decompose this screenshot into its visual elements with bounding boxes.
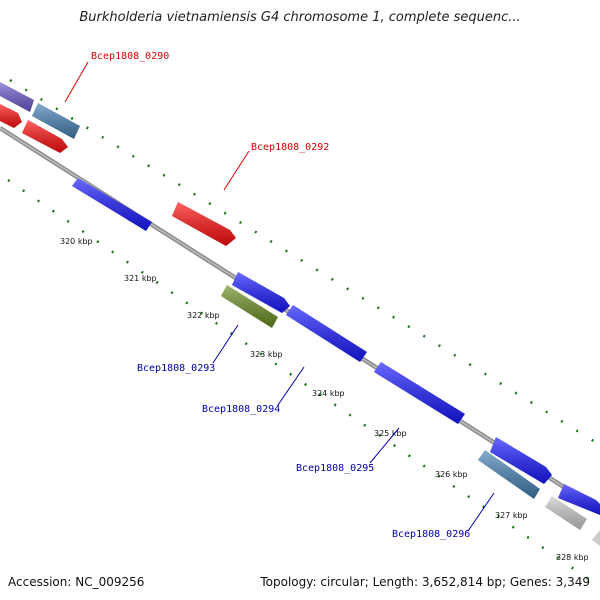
gene-label-0290[interactable]: Bcep1808_0290 xyxy=(91,51,169,62)
gene-red-left-2[interactable] xyxy=(22,120,68,153)
gene-red-0292[interactable] xyxy=(172,202,236,246)
tick-label: 323 kbp xyxy=(250,350,283,359)
topology-summary: Topology: circular; Length: 3,652,814 bp… xyxy=(260,575,590,589)
gene-olive-0293[interactable] xyxy=(221,285,278,328)
gene-label-0292[interactable]: Bcep1808_0292 xyxy=(251,142,329,153)
tick-label: 320 kbp xyxy=(60,237,93,246)
inner-dotted-track xyxy=(7,178,591,582)
callout-line-0295 xyxy=(369,427,400,464)
gene-red-left-1[interactable] xyxy=(0,104,22,128)
tick-label: 327 kbp xyxy=(495,511,528,520)
gene-label-0295[interactable]: Bcep1808_0295 xyxy=(296,463,374,474)
gene-blue-0294[interactable] xyxy=(286,305,367,362)
tick-label: 325 kbp xyxy=(374,429,407,438)
outer-dotted-track xyxy=(9,78,600,447)
callout-line-0290 xyxy=(64,61,89,103)
gene-blue-outer-3[interactable] xyxy=(558,484,600,515)
tick-label: 324 kbp xyxy=(312,389,345,398)
callout-line-0293 xyxy=(212,324,239,364)
gene-purple[interactable] xyxy=(0,82,34,112)
gene-grey-edge[interactable] xyxy=(592,530,600,546)
callout-line-0294 xyxy=(277,366,305,406)
gene-label-0296[interactable]: Bcep1808_0296 xyxy=(392,529,470,540)
gene-blue-outer-1[interactable] xyxy=(232,272,290,313)
gene-blue-0295[interactable] xyxy=(374,362,465,424)
gene-steelblue-0290[interactable] xyxy=(32,103,80,139)
callout-line-0292 xyxy=(223,150,250,191)
gene-grey[interactable] xyxy=(545,496,587,530)
tick-label: 326 kbp xyxy=(435,470,468,479)
callout-line-0296 xyxy=(467,492,495,532)
tick-label: 322 kbp xyxy=(187,311,220,320)
map-title: Burkholderia vietnamiensis G4 chromosome… xyxy=(79,10,521,25)
gene-steelblue-0296[interactable] xyxy=(478,450,540,499)
tick-label: 328 kbp xyxy=(556,553,589,562)
gene-blue-inner-1[interactable] xyxy=(72,178,152,231)
gene-label-0294[interactable]: Bcep1808_0294 xyxy=(202,404,280,415)
gene-blue-outer-2[interactable] xyxy=(490,437,552,484)
accession-text: Accession: NC_009256 xyxy=(8,575,145,589)
gene-label-0293[interactable]: Bcep1808_0293 xyxy=(137,363,215,374)
tick-label: 321 kbp xyxy=(124,274,157,283)
